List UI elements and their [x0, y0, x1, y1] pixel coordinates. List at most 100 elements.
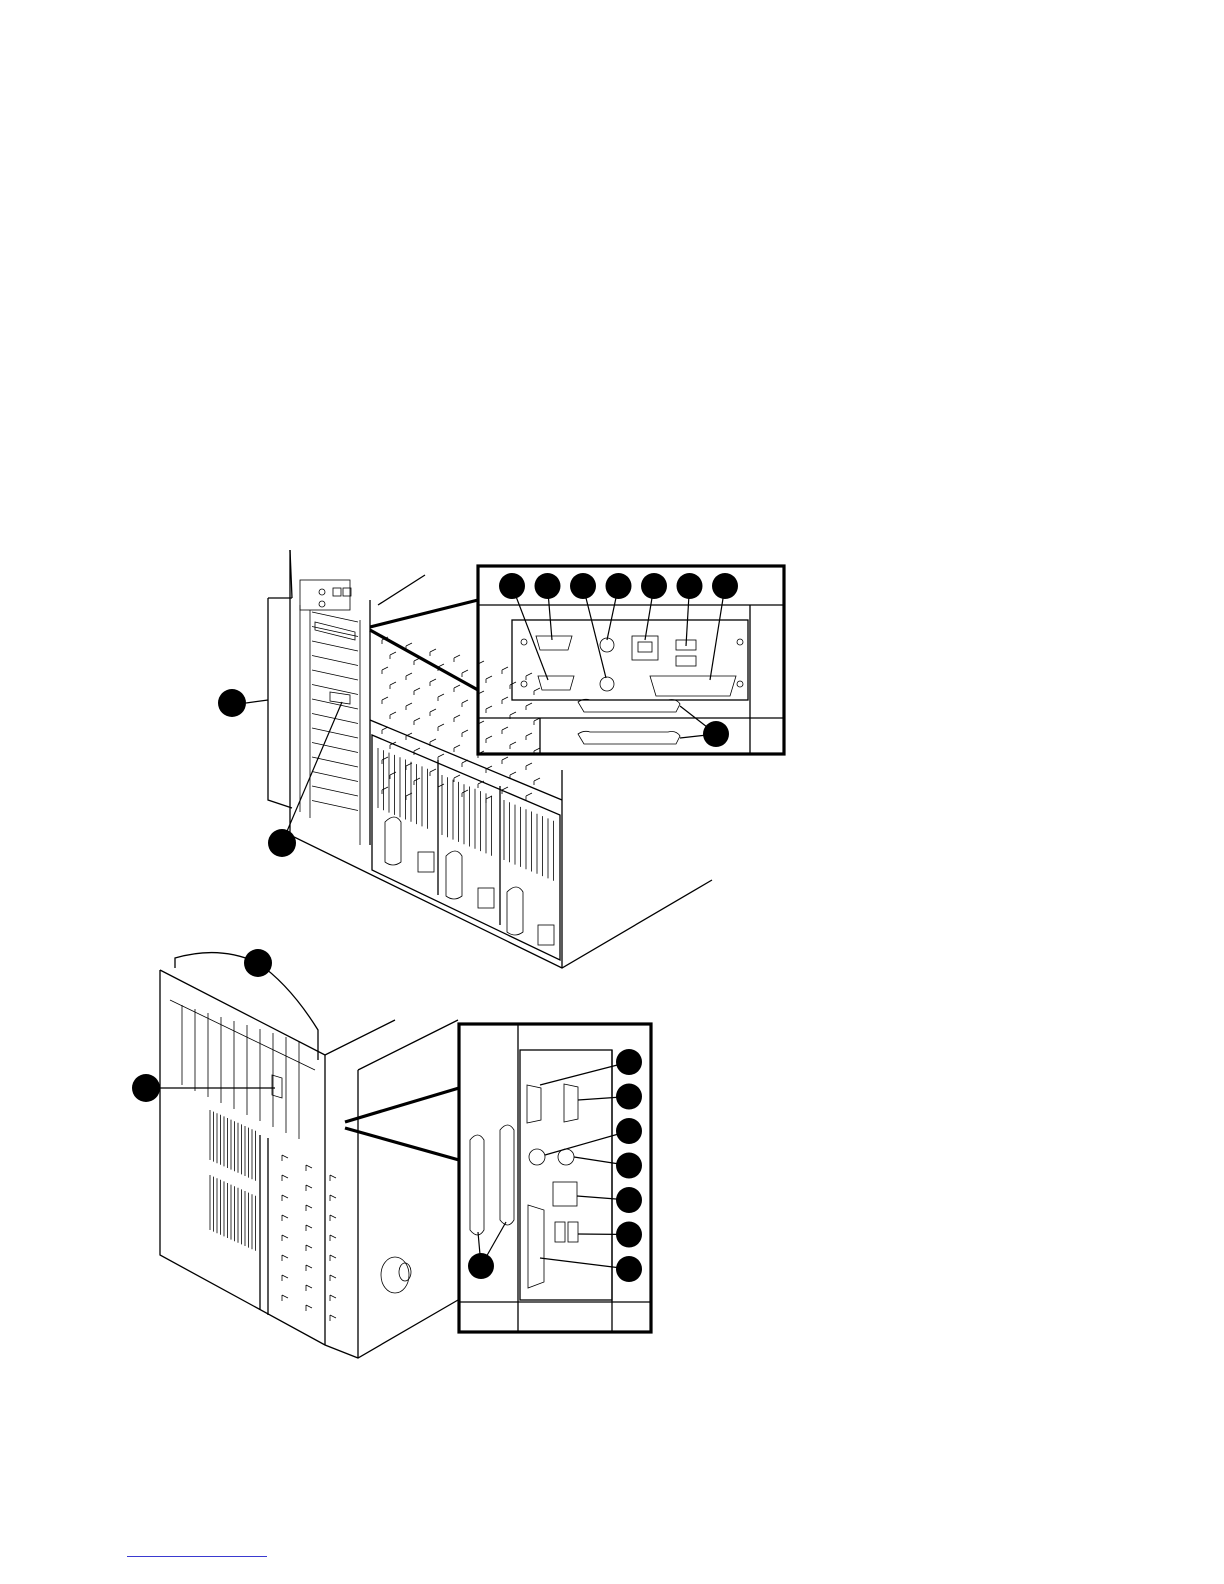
callout-leader: [583, 586, 606, 678]
tower-inset: [345, 1024, 651, 1332]
vent-mark: [282, 1255, 288, 1261]
callout-marker: [499, 573, 525, 599]
vent-mark: [454, 685, 460, 692]
vent-mark: [306, 1245, 312, 1251]
callout-marker: [468, 1253, 494, 1279]
vent-mark: [430, 649, 436, 656]
vent-mark: [438, 724, 444, 731]
vent-mark: [486, 676, 492, 683]
vent-mark: [390, 682, 396, 689]
callout-marker: [641, 573, 667, 599]
vent-mark: [282, 1235, 288, 1241]
callout-tower-slots: [244, 949, 272, 977]
vent-mark: [438, 754, 444, 761]
callout-marker: [712, 573, 738, 599]
vent-mark: [330, 1315, 336, 1321]
vent-mark: [510, 682, 516, 689]
vent-mark: [330, 1195, 336, 1201]
vent-mark: [526, 793, 532, 800]
slot-rail: [170, 1000, 315, 1070]
vent-mark: [282, 1155, 288, 1161]
vent-mark: [430, 709, 436, 716]
callout-marker: [616, 1118, 642, 1144]
vent-mark: [534, 688, 540, 695]
vent-mark: [282, 1275, 288, 1281]
rack-chassis: [268, 550, 712, 968]
vent-mark: [306, 1205, 312, 1211]
vent-mark: [282, 1195, 288, 1201]
slot-divider: [312, 801, 358, 811]
vent-mark: [526, 703, 532, 710]
callout-marker: [616, 1084, 642, 1110]
vent-mark: [438, 694, 444, 701]
vent-mark: [282, 1215, 288, 1221]
vent-mark: [526, 673, 532, 680]
vent-mark: [330, 1275, 336, 1281]
vent-mark: [454, 655, 460, 662]
rack-expansion-slots: [300, 580, 360, 845]
callout-marker: [703, 721, 729, 747]
vent-mark: [454, 745, 460, 752]
vent-mark: [502, 697, 508, 704]
vent-mark: [306, 1305, 312, 1311]
vent-mark: [510, 742, 516, 749]
callout-leader: [512, 586, 548, 680]
callout-marker: [570, 573, 596, 599]
vent-mark: [330, 1215, 336, 1221]
callout-marker: [616, 1222, 642, 1248]
callout-leader: [540, 1258, 629, 1269]
callout-marker: [677, 573, 703, 599]
slot-divider: [312, 757, 358, 767]
callout-leader: [545, 1131, 629, 1155]
vent-mark: [390, 712, 396, 719]
vent-mark: [382, 757, 388, 764]
callout-marker: [606, 573, 632, 599]
vent-mark: [390, 652, 396, 659]
rack-view: [218, 550, 784, 968]
vent-mark: [306, 1265, 312, 1271]
tower-vent-pattern: [210, 1110, 336, 1321]
callout-marker: [616, 1049, 642, 1075]
callout-marker: [616, 1187, 642, 1213]
vent-mark: [534, 778, 540, 785]
vent-mark: [306, 1185, 312, 1191]
vent-mark: [382, 787, 388, 794]
vent-mark: [534, 718, 540, 725]
vent-mark: [282, 1175, 288, 1181]
vent-mark: [282, 1295, 288, 1301]
slot-divider: [312, 612, 358, 622]
vent-mark: [510, 772, 516, 779]
callout-marker: [616, 1153, 642, 1179]
callout-marker: [535, 573, 561, 599]
vent-mark: [306, 1285, 312, 1291]
vent-mark: [330, 1235, 336, 1241]
vent-mark: [390, 772, 396, 779]
vent-mark: [330, 1255, 336, 1261]
callout-leader: [710, 586, 725, 680]
vent-mark: [486, 736, 492, 743]
vent-mark: [430, 769, 436, 776]
vent-mark: [438, 784, 444, 791]
vent-mark: [382, 727, 388, 734]
slot-divider: [312, 728, 358, 738]
vent-mark: [462, 700, 468, 707]
callout-marker: [616, 1256, 642, 1282]
tower-expansion-slots: [170, 1000, 315, 1139]
vent-mark: [454, 715, 460, 722]
slot-divider: [312, 641, 358, 651]
vent-mark: [406, 673, 412, 680]
vent-mark: [306, 1225, 312, 1231]
vent-mark: [406, 703, 412, 710]
vent-mark: [462, 790, 468, 797]
slot-divider: [312, 772, 358, 782]
scsi-port-shape: [272, 1075, 282, 1098]
vent-mark: [330, 1295, 336, 1301]
slot-divider: [312, 786, 358, 796]
vent-mark: [526, 763, 532, 770]
vent-mark: [330, 1175, 336, 1181]
callout-rack-slots: [218, 689, 246, 717]
vent-mark: [462, 730, 468, 737]
slot-divider: [312, 699, 358, 709]
rack-power-supplies: [372, 735, 560, 960]
